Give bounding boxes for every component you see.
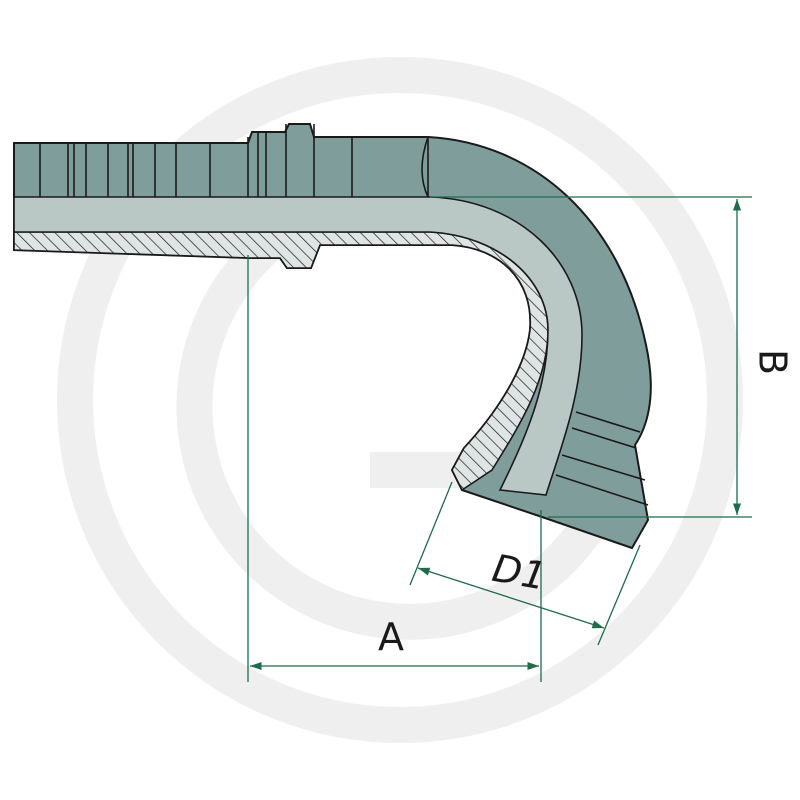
- dim-d1-line: [417, 567, 605, 629]
- hose-tail-ribs: [39, 124, 429, 198]
- dim-a-label: A: [378, 615, 404, 659]
- flange-ribs: [555, 411, 649, 506]
- inner-bore: [13, 196, 583, 496]
- dim-d1-ext-left: [409, 481, 453, 586]
- dim-d1-label: D1: [489, 546, 549, 599]
- dim-d1-ext-right: [597, 544, 641, 646]
- dim-b-label: B: [751, 349, 795, 375]
- dimension-lines: [247, 196, 752, 682]
